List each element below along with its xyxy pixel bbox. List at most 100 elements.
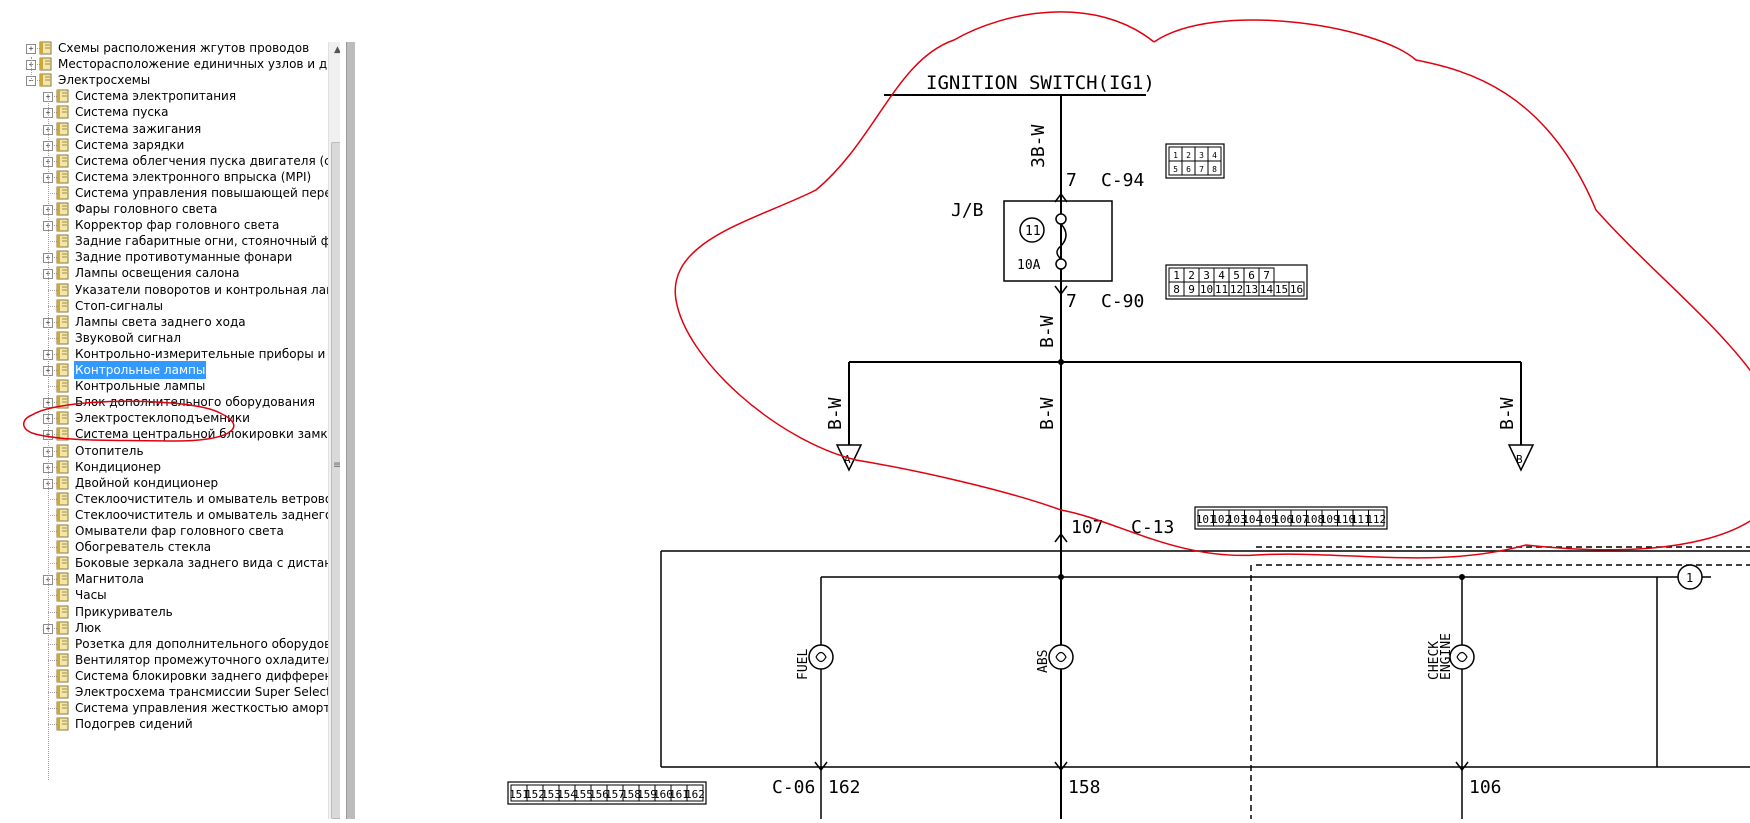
pin-number: 160	[653, 788, 673, 801]
tree-guide-line	[48, 531, 57, 532]
book-icon	[56, 717, 69, 731]
book-icon	[56, 266, 69, 280]
book-icon	[56, 395, 69, 409]
jb-label: J/B	[951, 200, 984, 221]
book-icon	[56, 202, 69, 216]
expand-icon[interactable]: +	[26, 44, 36, 54]
book-icon	[56, 427, 69, 441]
pin-number: 14	[1260, 283, 1274, 296]
wire-bw-right: B-W	[1497, 397, 1518, 430]
tree-item-label: Блок дополнительного оборудования	[75, 395, 315, 410]
flag-a-label: A	[844, 453, 851, 466]
tree-guide-line	[48, 547, 57, 549]
book-icon	[56, 685, 69, 699]
pin-number: 153	[541, 788, 561, 801]
pin-number: 12	[1230, 283, 1243, 296]
connector-c94-label: C-94	[1101, 170, 1144, 191]
tree-item-label: Задние противотуманные фонари	[75, 250, 293, 265]
pin-number: 5	[1173, 165, 1178, 174]
tree-item-label: Месторасположение единичных узлов и дета	[58, 57, 340, 72]
tree-guide-line	[48, 305, 57, 307]
diagram-view[interactable]: IGNITION SWITCH(IG1) 3B-W 7 C-94 J/B 11 …	[356, 0, 1750, 819]
pin-number: 3	[1199, 151, 1204, 160]
tree-scrollbar[interactable]: ▲ ≡	[328, 42, 340, 819]
tree-guide-line	[48, 708, 57, 710]
tree-item-label: Лампы света заднего хода	[75, 314, 246, 329]
book-icon	[39, 57, 52, 71]
pin-number: 108	[1304, 513, 1324, 526]
tree-item-label: Розетка для дополнительного оборудован	[75, 636, 340, 651]
tree-guide-line	[48, 659, 57, 661]
pin-number: 155	[573, 788, 593, 801]
tree-item-label: Система управления жесткостью амортиз	[75, 701, 340, 716]
pin-number: 102	[1211, 513, 1231, 526]
tree-item-label: Система зажигания	[75, 121, 202, 136]
fuse-number-circle	[1019, 217, 1045, 243]
tree-item-label: Система пуска	[75, 105, 169, 120]
tree-item-label: Обогреватель стекла	[75, 540, 212, 555]
tree-guide-line	[48, 692, 57, 693]
book-icon	[56, 637, 69, 651]
book-icon	[56, 556, 69, 570]
scroll-thumb[interactable]	[331, 142, 340, 819]
tree-item-label: Фары головного света	[75, 202, 218, 216]
pin-number: 103	[1227, 513, 1247, 526]
tree-item-label: Система облегчения пуска двигателя (све	[75, 153, 340, 168]
book-icon	[56, 234, 69, 248]
tree-item-label: Задние габаритные огни, стояночный фон	[75, 234, 340, 249]
book-icon	[56, 605, 69, 618]
book-icon	[56, 653, 69, 667]
tree-guide-line	[48, 611, 57, 613]
book-icon	[56, 701, 69, 715]
scroll-up-arrow-icon[interactable]: ▲	[334, 45, 340, 55]
pin-number: 16	[1290, 283, 1303, 296]
tree-item-label: Электростеклоподъемники	[75, 411, 250, 426]
pin-number: 152	[525, 788, 545, 801]
tree-item-label: Система центральной блокировки замков	[75, 427, 340, 442]
book-icon	[56, 411, 69, 425]
pin-162: 162	[828, 777, 861, 798]
pin-number: 8	[1212, 165, 1217, 174]
tree-item-label: Система электропитания	[75, 89, 237, 104]
annotation-circle	[674, 11, 1750, 559]
tree-item-label: Указатели поворотов и контрольная ламп	[75, 282, 340, 297]
tree-guide-line	[48, 289, 57, 291]
wiring-diagram: IGNITION SWITCH(IG1) 3B-W 7 C-94 J/B 11 …	[507, 11, 1750, 819]
book-icon	[56, 122, 69, 135]
pin-107: 107	[1071, 517, 1104, 538]
book-icon	[56, 299, 69, 313]
book-icon	[56, 524, 69, 538]
pin-number: 110	[1335, 513, 1355, 526]
diagram-title: IGNITION SWITCH(IG1)	[926, 72, 1155, 94]
book-icon	[56, 170, 69, 184]
book-icon	[56, 508, 69, 522]
pin-number: 157	[605, 788, 625, 801]
tree-item-label: Стеклоочиститель и омыватель ветрового	[75, 491, 340, 506]
pin-106: 106	[1469, 777, 1502, 798]
splitter[interactable]	[346, 42, 355, 819]
book-icon	[56, 363, 69, 377]
tree-guide-line	[48, 643, 57, 645]
tree-item-label: Часы	[75, 588, 107, 603]
book-icon	[56, 89, 69, 103]
tree-item-label: Электросхема трансмиссии Super Select 4	[75, 685, 340, 699]
wire-bw-left: B-W	[825, 397, 846, 430]
pin-number: 11	[1215, 283, 1228, 296]
wire-bw-main: B-W	[1037, 315, 1058, 348]
pin-number: 6	[1186, 165, 1191, 174]
pin-number: 2	[1188, 269, 1195, 282]
tree-item-label: Подогрев сидений	[75, 717, 193, 732]
pin-number: 5	[1233, 269, 1240, 282]
book-icon	[56, 476, 69, 490]
pin-number: 1	[1173, 151, 1178, 160]
fuse-rating: 10A	[1017, 258, 1041, 273]
pin-number: 159	[637, 788, 657, 801]
pin-number: 111	[1351, 513, 1371, 526]
connector-c06-label: C-06	[772, 777, 815, 798]
book-icon	[56, 460, 69, 474]
book-icon	[56, 621, 69, 635]
pin-number: 161	[669, 788, 689, 801]
tree-item-label: Контрольные лампы	[74, 361, 207, 379]
